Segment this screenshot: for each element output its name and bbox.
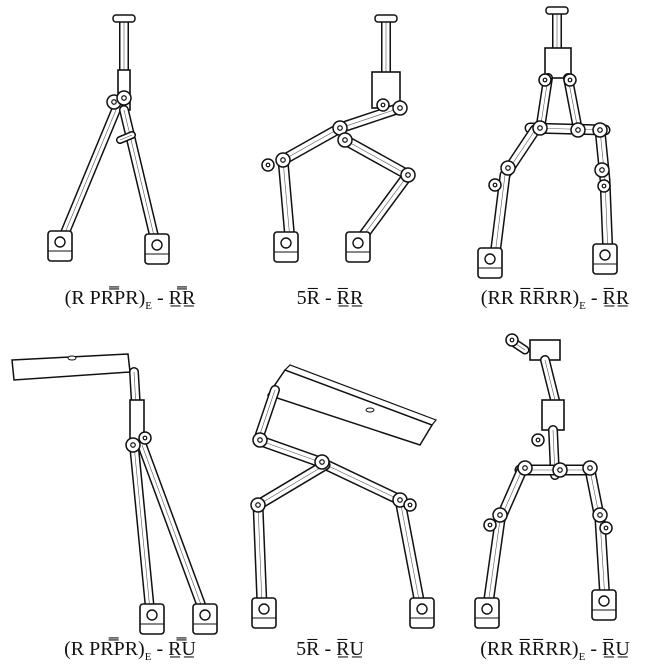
mechanism-bottom-left xyxy=(11,353,218,635)
joint-pin xyxy=(255,502,261,508)
end-effector-handle xyxy=(545,6,569,15)
mechanism-bottom-right xyxy=(474,333,617,629)
joint-pin xyxy=(280,157,286,163)
foot-joint xyxy=(258,603,270,615)
joint-pin xyxy=(522,465,528,471)
foot-joint xyxy=(54,236,66,248)
label-bottom-center: 5R̅ - R̲̅U̲ xyxy=(296,638,364,660)
label-bottom-left: (R PR̿PR)E - R̲̿U̲ xyxy=(64,638,196,663)
link-edge xyxy=(399,499,421,606)
joint-pin xyxy=(405,172,411,178)
joint-pin xyxy=(397,105,403,111)
joint-pin xyxy=(319,459,325,465)
foot-joint xyxy=(352,237,364,249)
joint-pin xyxy=(597,512,603,518)
joint-pin xyxy=(130,442,136,448)
platform-edge xyxy=(284,364,437,426)
joint-pin xyxy=(265,162,271,168)
foot-joint xyxy=(599,249,611,261)
mechanism-bottom-center xyxy=(250,364,437,629)
link-edge xyxy=(544,359,556,401)
joint-pin xyxy=(599,167,605,173)
joint-pin xyxy=(537,125,543,131)
joint-pin xyxy=(380,102,386,108)
foot-joint xyxy=(151,239,163,251)
mechanism-top-center xyxy=(261,14,416,263)
joint-pin xyxy=(542,77,548,83)
prismatic-block xyxy=(544,47,572,79)
joint-pin xyxy=(487,522,493,528)
label-bottom-right: (RR R̅R̅RR)E - R̲̅U̲ xyxy=(480,638,630,663)
joint-pin xyxy=(257,437,263,443)
foot-joint xyxy=(598,595,610,607)
link-edge xyxy=(282,159,291,241)
joint-pin xyxy=(111,99,117,105)
joint-pin xyxy=(567,77,573,83)
link-edge xyxy=(119,134,133,141)
link-edge xyxy=(141,444,204,611)
foot-joint xyxy=(146,609,158,621)
foot-joint xyxy=(199,609,211,621)
foot-joint xyxy=(484,253,496,265)
platform-hole xyxy=(67,355,77,361)
link-edge xyxy=(359,174,409,241)
platform-hole xyxy=(365,407,375,413)
joint-pin xyxy=(397,497,403,503)
joint-pin xyxy=(121,95,127,101)
link-edge xyxy=(61,104,119,241)
joint-pin xyxy=(603,525,609,531)
joint-pin xyxy=(597,127,603,133)
joint-pin xyxy=(497,512,503,518)
link-edge xyxy=(123,109,156,241)
joint-pin xyxy=(337,125,343,131)
joint-pin xyxy=(509,337,515,343)
joint-pin xyxy=(587,465,593,471)
foot-joint xyxy=(416,603,428,615)
link-edge xyxy=(257,389,276,441)
link-edge xyxy=(257,504,263,606)
joint-pin xyxy=(601,183,607,189)
label-top-left: (R PR̿PR)E - R̲̿R̲ xyxy=(64,287,196,312)
platform-beam xyxy=(266,369,434,446)
joint-pin xyxy=(505,165,511,171)
joint-pin xyxy=(557,467,563,473)
link-edge xyxy=(133,444,151,611)
mechanism-top-left xyxy=(47,14,170,265)
end-effector-handle xyxy=(374,14,398,23)
link-edge xyxy=(344,139,409,176)
joint-pin xyxy=(407,502,413,508)
link-body xyxy=(586,466,609,604)
label-top-center: 5R̅ - R̲̅R̲ xyxy=(296,287,364,309)
mechanism-top-right xyxy=(477,6,618,279)
joint-pin xyxy=(342,137,348,143)
link-edge xyxy=(257,464,326,506)
foot-joint xyxy=(280,237,292,249)
label-top-right: (RR R̅R̅RR)E - R̲̅R̲ xyxy=(480,287,630,312)
joint-pin xyxy=(535,437,541,443)
joint-pin xyxy=(142,435,148,441)
joint-pin xyxy=(492,182,498,188)
foot-joint xyxy=(481,603,493,615)
joint-pin xyxy=(575,127,581,133)
end-effector-handle xyxy=(112,14,136,23)
